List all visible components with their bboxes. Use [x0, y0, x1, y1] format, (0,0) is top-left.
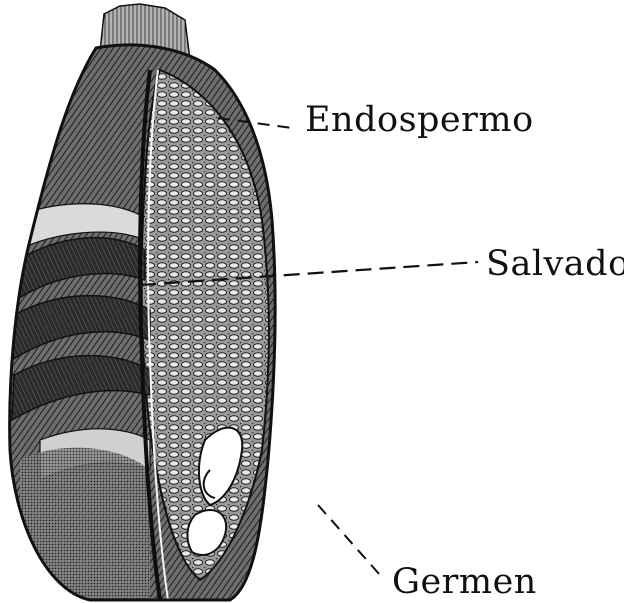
germ-label: Germen — [392, 562, 537, 602]
bran-label: Salvado — [486, 244, 624, 284]
endosperm-label: Endospermo — [305, 100, 534, 140]
grain-body — [0, 40, 300, 603]
germ-leader-line — [318, 505, 380, 575]
